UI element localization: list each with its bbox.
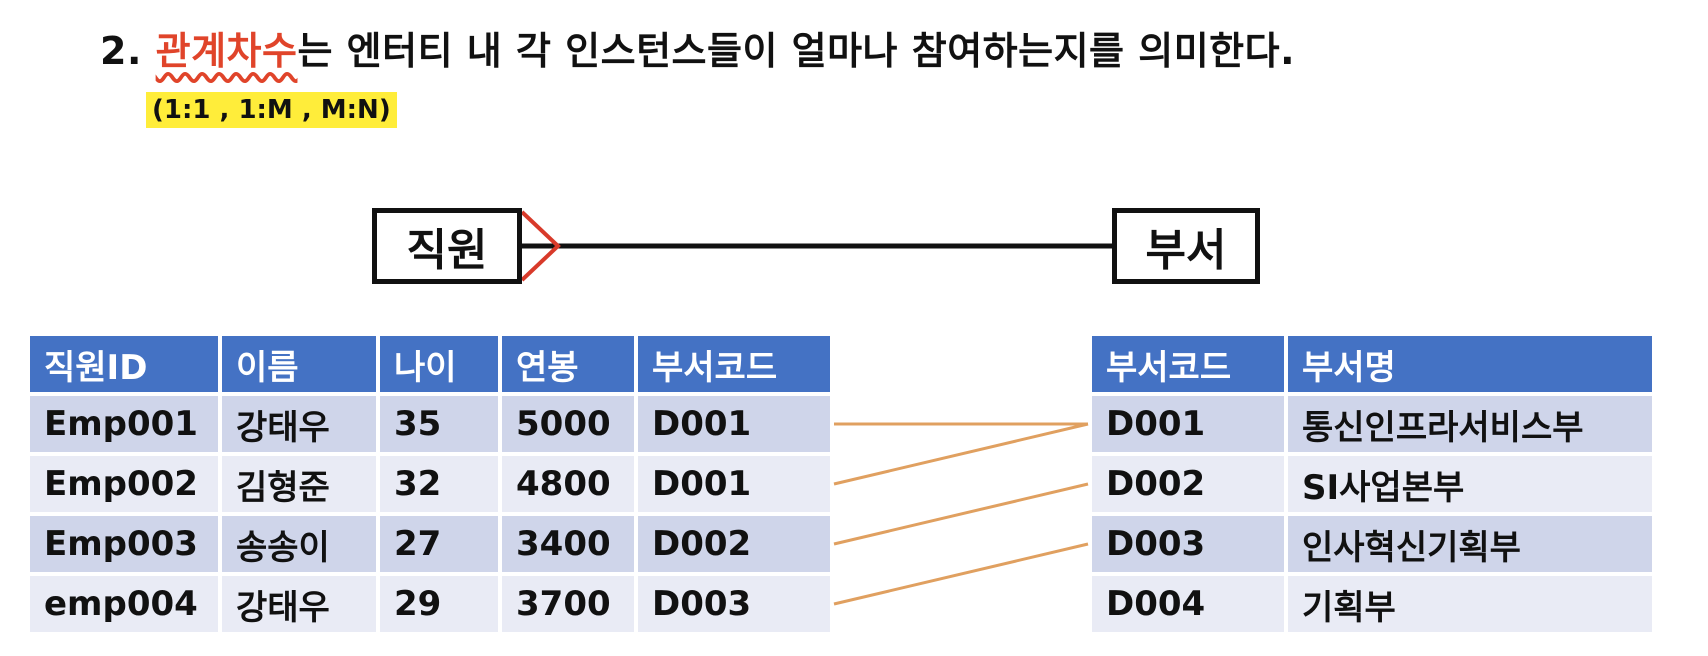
cell: 29 — [380, 576, 498, 632]
header-dept-code: 부서코드 — [1092, 336, 1284, 392]
cell: D004 — [1092, 576, 1284, 632]
header-dept-name: 부서명 — [1288, 336, 1652, 392]
entity-employee: 직원 — [372, 208, 522, 284]
cell: 3400 — [502, 516, 634, 572]
link-lines — [833, 422, 1089, 606]
employee-table: 직원ID 이름 나이 연봉 부서코드 Emp001 강태우 35 5000 D0… — [26, 332, 834, 636]
heading: 2. 관계차수는 엔터티 내 각 인스턴스들이 얼마나 참여하는지를 의미한다. — [100, 20, 1295, 75]
cell: 4800 — [502, 456, 634, 512]
cell: 강태우 — [222, 576, 376, 632]
heading-number: 2. — [100, 29, 142, 73]
header-employee-id: 직원ID — [30, 336, 218, 392]
cell: 5000 — [502, 396, 634, 452]
cell: D001 — [638, 456, 830, 512]
cell: 송송이 — [222, 516, 376, 572]
link-line — [833, 422, 1089, 486]
cell: 27 — [380, 516, 498, 572]
table-row: D003 인사혁신기획부 — [1092, 516, 1652, 572]
employee-header-row: 직원ID 이름 나이 연봉 부서코드 — [30, 336, 830, 392]
header-dept-code: 부서코드 — [638, 336, 830, 392]
table-row: Emp002 김형준 32 4800 D001 — [30, 456, 830, 512]
department-header-row: 부서코드 부서명 — [1092, 336, 1652, 392]
heading-highlight: 관계차수 — [155, 29, 298, 73]
cell: D003 — [1092, 516, 1284, 572]
department-table: 부서코드 부서명 D001 통신인프라서비스부 D002 SI사업본부 D003… — [1088, 332, 1656, 636]
header-name: 이름 — [222, 336, 376, 392]
crowfoot-mark — [520, 210, 561, 282]
cardinality-note: (1:1 , 1:M , M:N) — [146, 92, 397, 128]
cell: Emp001 — [30, 396, 218, 452]
cell: D002 — [638, 516, 830, 572]
cell: 강태우 — [222, 396, 376, 452]
cell: 32 — [380, 456, 498, 512]
cell: D003 — [638, 576, 830, 632]
table-row: D001 통신인프라서비스부 — [1092, 396, 1652, 452]
cell: Emp002 — [30, 456, 218, 512]
header-age: 나이 — [380, 336, 498, 392]
cell: Emp003 — [30, 516, 218, 572]
cell: 통신인프라서비스부 — [1288, 396, 1652, 452]
cell: 인사혁신기획부 — [1288, 516, 1652, 572]
cell: D001 — [638, 396, 830, 452]
cell: D002 — [1092, 456, 1284, 512]
table-row: Emp003 송송이 27 3400 D002 — [30, 516, 830, 572]
header-salary: 연봉 — [502, 336, 634, 392]
table-row: D002 SI사업본부 — [1092, 456, 1652, 512]
link-line — [833, 542, 1089, 606]
table-row: emp004 강태우 29 3700 D003 — [30, 576, 830, 632]
entity-department: 부서 — [1112, 208, 1260, 284]
table-row: D004 기획부 — [1092, 576, 1652, 632]
cell: 35 — [380, 396, 498, 452]
heading-rest: 는 엔터티 내 각 인스턴스들이 얼마나 참여하는지를 의미한다. — [297, 29, 1296, 73]
table-row: Emp001 강태우 35 5000 D001 — [30, 396, 830, 452]
link-line — [833, 482, 1089, 546]
cell: D001 — [1092, 396, 1284, 452]
cell: 3700 — [502, 576, 634, 632]
cell: emp004 — [30, 576, 218, 632]
cell: 김형준 — [222, 456, 376, 512]
cell: SI사업본부 — [1288, 456, 1652, 512]
cell: 기획부 — [1288, 576, 1652, 632]
